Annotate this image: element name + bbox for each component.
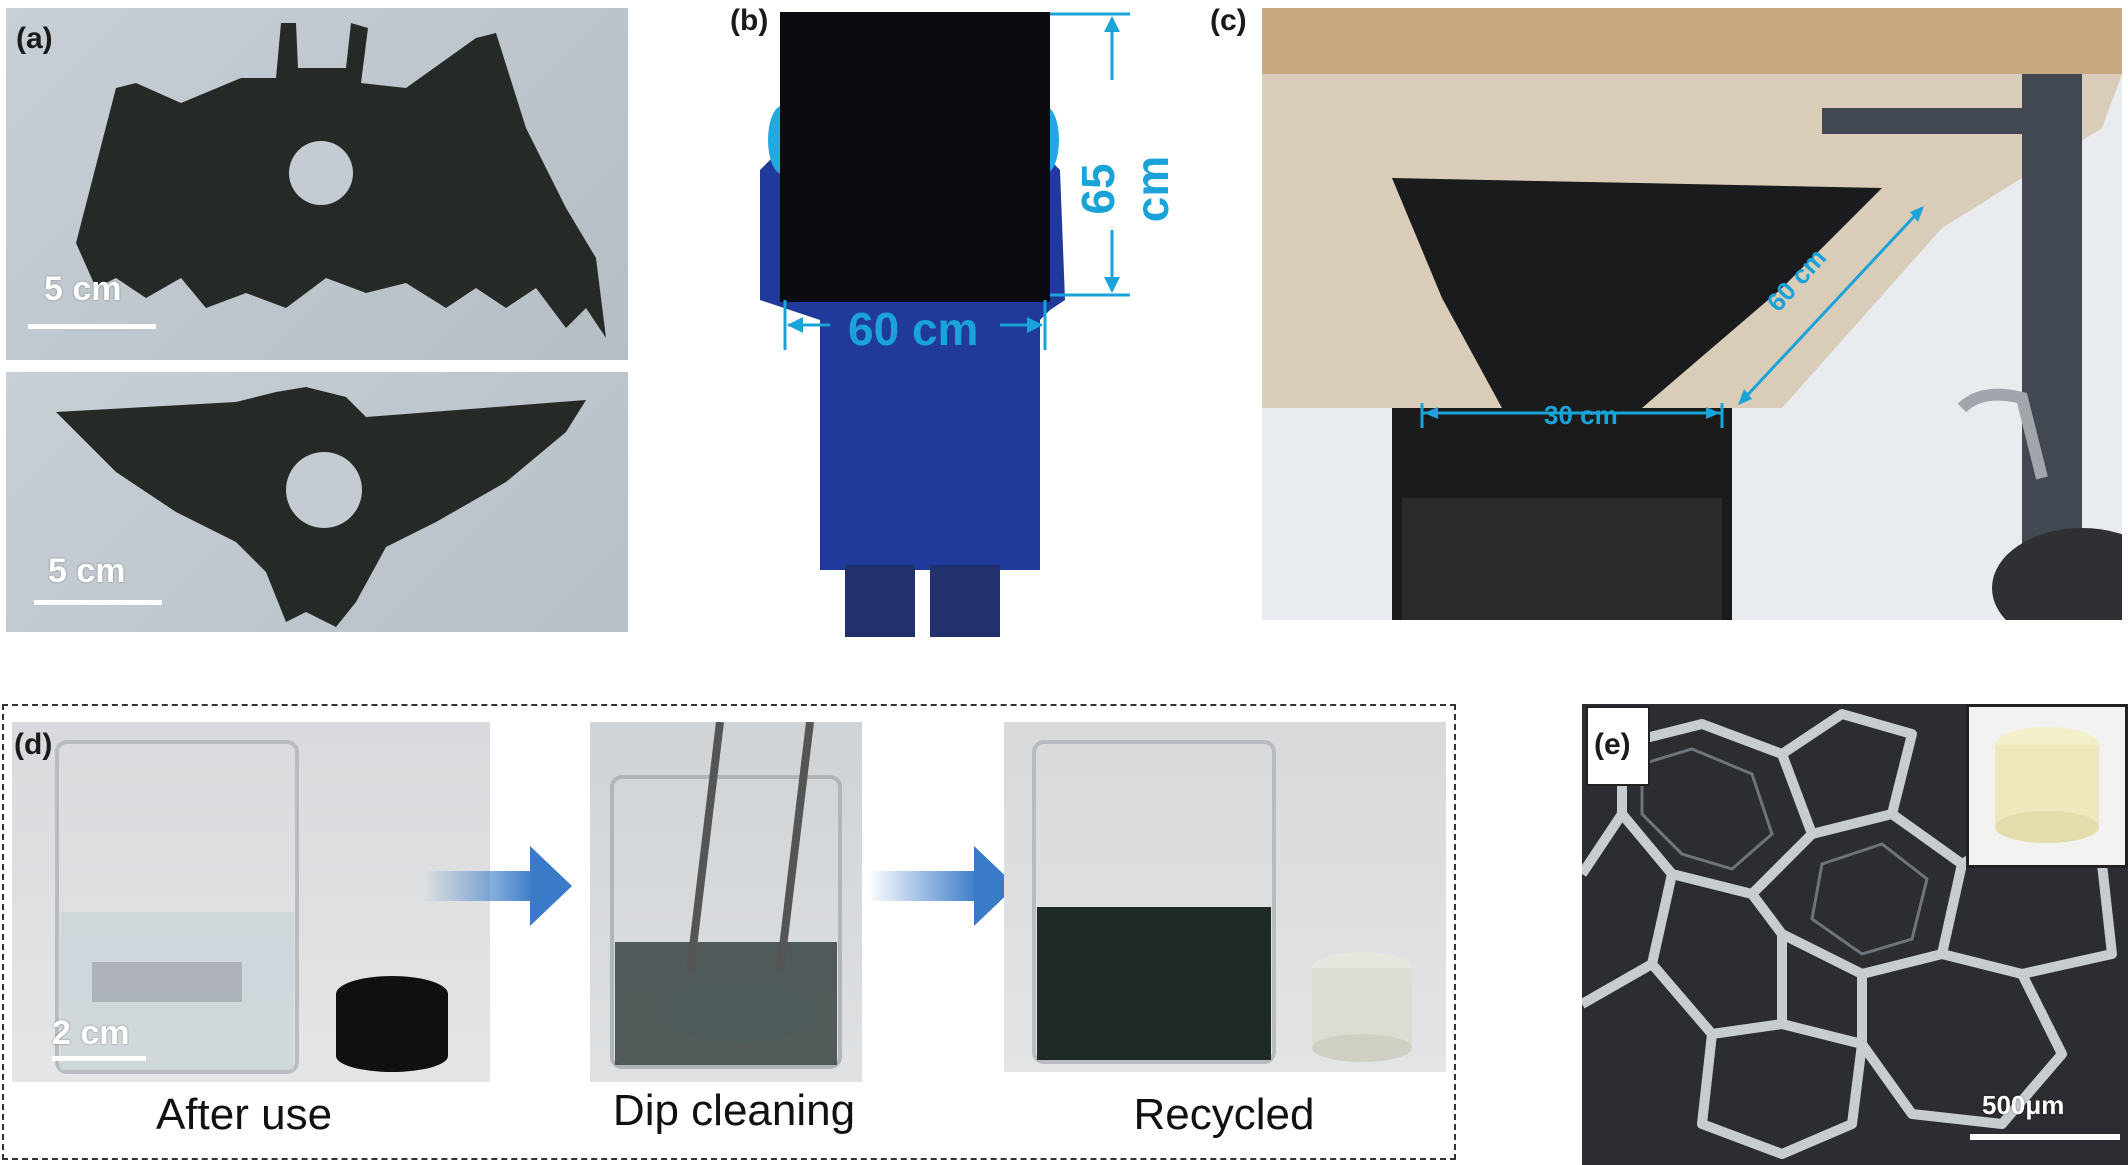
sem-inset-photo	[1966, 704, 2128, 868]
height-dimension-line	[783, 12, 1130, 350]
panel-a-bottom-scale-bar	[34, 600, 162, 605]
after-use-caption: After use	[155, 1090, 333, 1139]
panel-e: (e) 500μm	[1582, 704, 2128, 1165]
panel-a-top-scale-text: 5 cm	[44, 270, 122, 308]
panel-b: 65 cm 60 cm (b)	[720, 0, 1200, 640]
panel-e-label-box	[1586, 706, 1650, 786]
after-use-photo: 2 cm	[12, 722, 490, 1082]
panel-b-width-label: 60 cm	[848, 303, 979, 355]
panel-e-scale-text: 500μm	[1982, 1090, 2065, 1120]
panel-b-label: (b)	[730, 4, 769, 37]
panel-c-photo: 30 cm 60 cm	[1262, 8, 2122, 620]
panel-e-label: (e)	[1594, 728, 1631, 761]
eagle-shaped-foam-icon	[56, 387, 586, 627]
under-desk-foam-scene	[1262, 8, 2122, 620]
panel-c: 30 cm 60 cm (c)	[1210, 0, 2128, 640]
panel-b-height-label: 65 cm	[1072, 155, 1178, 223]
panel-d-label: (d)	[14, 728, 53, 761]
panel-a-top-photo: 5 cm	[6, 8, 628, 360]
beaker-dark-water-with-white-foam	[1032, 740, 1412, 1064]
panel-a-bottom-photo: 5 cm	[6, 372, 628, 632]
panel-c-label: (c)	[1210, 4, 1247, 37]
sem-foam-network-illustration	[1582, 709, 2117, 1159]
panel-a: 5 cm 5 cm (a)	[0, 0, 640, 640]
beaker-clear-water-with-black-foam	[55, 740, 448, 1074]
panel-d-scale-bar	[52, 1056, 146, 1061]
dip-cleaning-photo	[590, 722, 862, 1082]
panel-a-bottom-scale-text: 5 cm	[48, 552, 126, 590]
panel-d: 2 cm	[2, 704, 1456, 1160]
panel-d-scale-text: 2 cm	[52, 1014, 130, 1052]
dip-cleaning-caption: Dip cleaning	[612, 1086, 856, 1135]
person-holding-foam-illustration	[760, 12, 1065, 637]
panel-a-top-scale-bar	[28, 324, 156, 329]
panel-e-scale-bar	[1970, 1134, 2120, 1140]
panel-c-width-label: 30 cm	[1544, 400, 1618, 430]
bat-shaped-foam-icon	[76, 23, 606, 338]
arrow-right-icon	[868, 846, 1016, 926]
arrow-right-icon	[424, 846, 572, 926]
white-foam-cylinder-icon	[1995, 727, 2099, 843]
sem-micrograph-photo: (e) 500μm	[1582, 704, 2128, 1165]
recycled-caption: Recycled	[1133, 1090, 1315, 1139]
recycled-photo	[1004, 722, 1446, 1072]
beaker-dip-cleaning	[610, 722, 842, 1069]
panel-a-label: (a)	[16, 22, 53, 55]
